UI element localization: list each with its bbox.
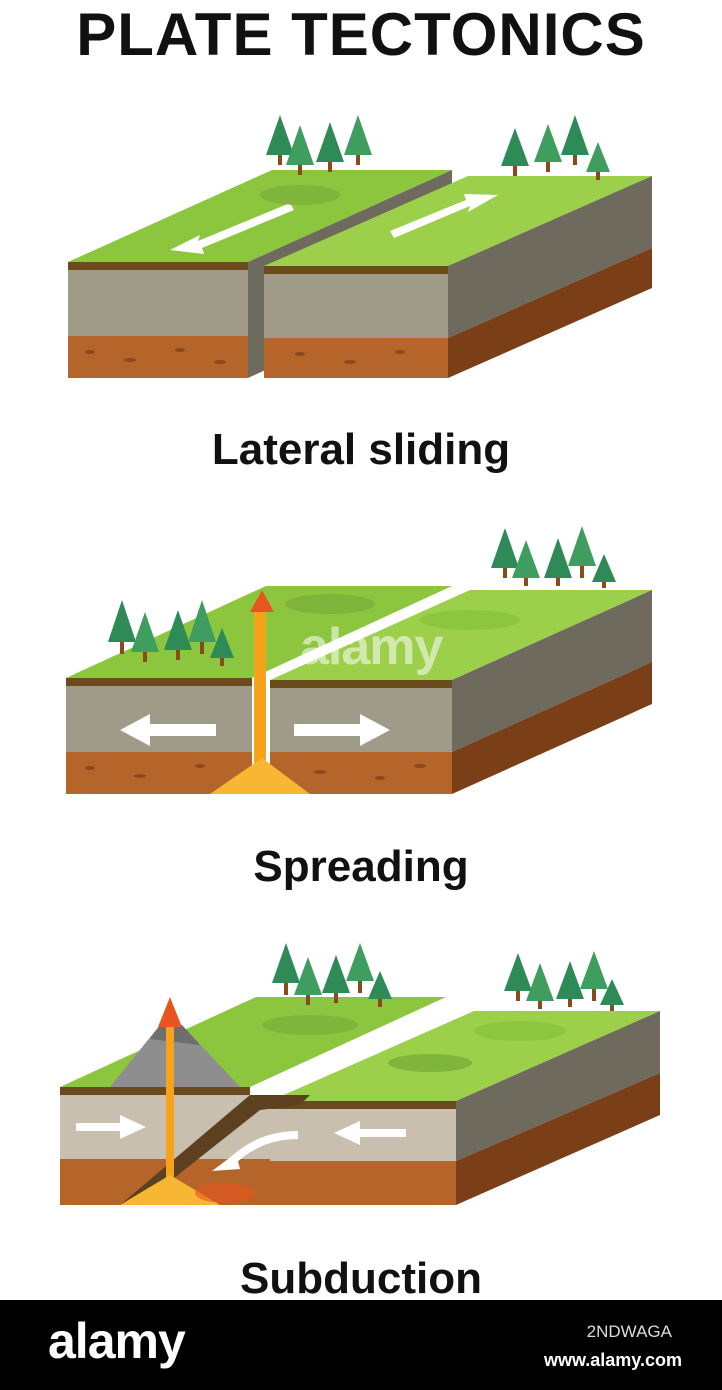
mantle-front-left <box>68 336 248 378</box>
tree-icon <box>272 943 624 1011</box>
plate-top-right <box>264 176 652 266</box>
watermark: alamy <box>300 618 443 676</box>
tree-icon <box>108 526 616 666</box>
arrow-left-icon <box>170 203 294 254</box>
arrow-right-icon <box>390 194 498 238</box>
volcano-icon <box>110 997 255 1205</box>
crust-front-right <box>264 274 448 338</box>
page-title: PLATE TECTONICS <box>76 1 646 68</box>
arrow-right-icon <box>294 714 390 746</box>
lava-stream-icon <box>210 590 310 794</box>
caption-subduction: Subduction <box>240 1254 482 1303</box>
caption-spreading: Spreading <box>253 842 469 891</box>
subduction-diagram <box>0 935 722 1215</box>
footer-logo: alamy <box>48 1313 186 1369</box>
site-link[interactable]: www.alamy.com <box>543 1350 682 1370</box>
footer-bar: alamy 2NDWAGA www.alamy.com <box>0 1300 722 1390</box>
image-code: 2NDWAGA <box>586 1322 672 1341</box>
crust-front-left <box>68 270 248 336</box>
mantle-front-right <box>264 338 448 378</box>
arrow-left-icon <box>120 714 216 746</box>
spreading-diagram <box>0 520 722 810</box>
tree-icon <box>266 115 610 180</box>
lateral-sliding-diagram <box>0 100 722 390</box>
caption-lateral-sliding: Lateral sliding <box>211 425 511 474</box>
arrow-right-icon <box>76 1115 146 1139</box>
arrow-left-icon <box>334 1121 406 1145</box>
